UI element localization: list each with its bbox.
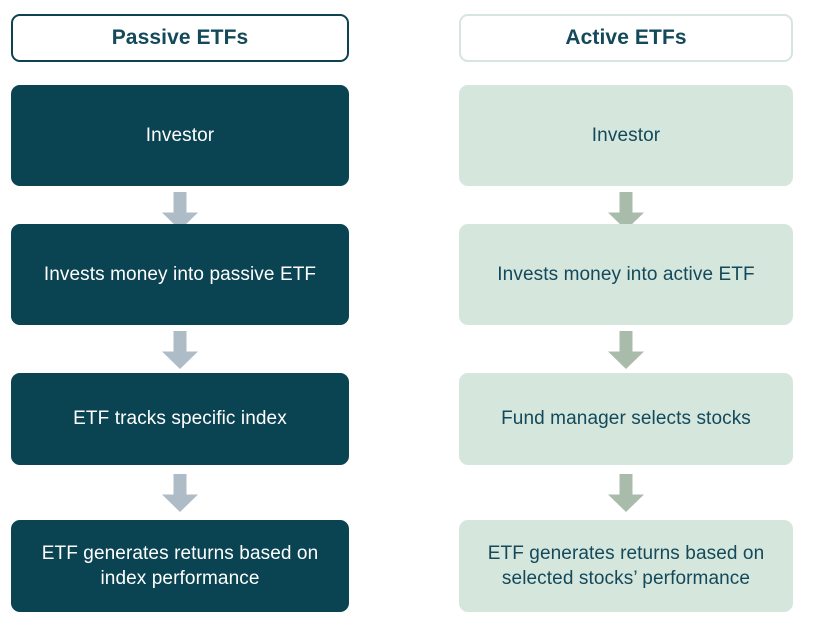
passive-etfs-header-box: Passive ETFs [11,14,349,62]
active-step-2-box: Invests money into active ETF [459,224,793,325]
passive-step-1-label: Investor [145,124,215,146]
passive-step-1-box: Investor [11,85,349,186]
passive-etfs-column: Passive ETFs Investor Invests money into… [11,0,349,628]
passive-step-3-box: ETF tracks specific index [11,373,349,465]
active-step-3-box: Fund manager selects stocks [459,373,793,465]
active-etfs-header-box: Active ETFs [459,14,793,62]
active-etfs-column: Active ETFs Investor Invests money into … [459,0,793,628]
active-step-3-label: Fund manager selects stocks [501,408,751,430]
active-step-2-label: Invests money into active ETF [497,263,755,285]
active-step-4-box: ETF generates returns based on selected … [459,520,793,612]
passive-step-4-box: ETF generates returns based on index per… [11,520,349,612]
passive-down-arrow-1-icon [160,192,200,230]
active-step-4-label: ETF generates returns based on selected … [487,542,765,589]
passive-step-4-label: ETF generates returns based on index per… [41,542,319,589]
passive-etfs-header-label: Passive ETFs [111,26,249,50]
passive-step-3-label: ETF tracks specific index [73,408,287,430]
active-step-1-box: Investor [459,85,793,186]
active-down-arrow-2-icon [606,331,646,369]
passive-down-arrow-3-icon [160,474,200,512]
passive-down-arrow-2-icon [160,331,200,369]
active-etfs-header-label: Active ETFs [565,26,687,50]
passive-step-2-label: Invests money into passive ETF [43,263,317,285]
active-down-arrow-1-icon [606,192,646,230]
active-step-1-label: Investor [591,124,661,146]
passive-step-2-box: Invests money into passive ETF [11,224,349,325]
active-down-arrow-3-icon [606,474,646,512]
